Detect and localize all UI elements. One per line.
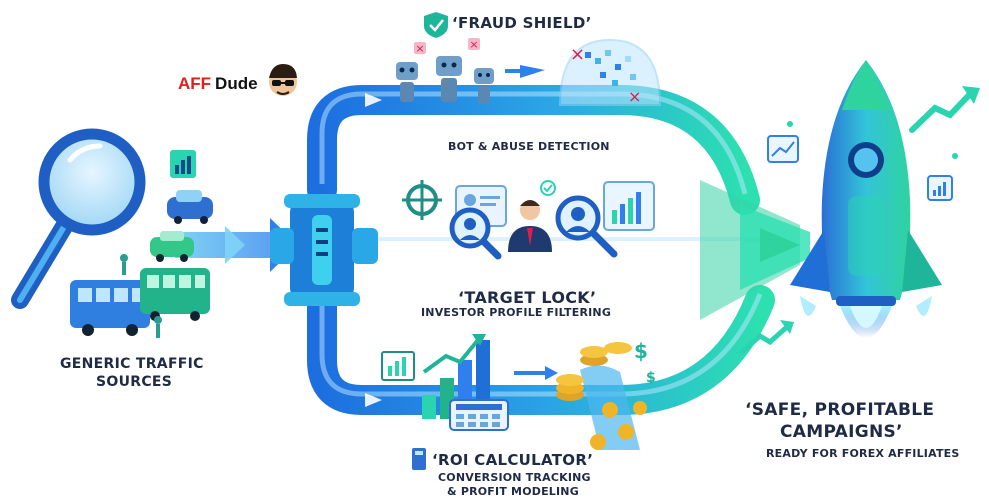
- result-subtitle: READY FOR FOREX AFFILIATES: [766, 447, 960, 460]
- roi-calculator-title: ‘ROI CALCULATOR’: [432, 451, 594, 469]
- result-title-1: ‘SAFE, PROFITABLE: [745, 400, 935, 420]
- mini-chart-icon: [170, 150, 196, 178]
- svg-text:$: $: [646, 370, 656, 386]
- target-lock-title: ‘TARGET LOCK’: [458, 288, 597, 307]
- svg-text:×: ×: [469, 38, 478, 51]
- svg-text:×: ×: [415, 42, 424, 55]
- magnifier-icon: [11, 128, 146, 309]
- shield-icon: [424, 12, 448, 38]
- svg-text:×: ×: [570, 44, 585, 65]
- rocket-icon: [790, 60, 942, 338]
- crosshair-icon: [402, 180, 442, 220]
- brand-part1: AFF: [178, 74, 212, 93]
- investor-person-icon: [508, 200, 552, 252]
- brand-avatar-icon: [269, 64, 297, 96]
- fraud-shield-title: ‘FRAUD SHIELD’: [452, 14, 592, 32]
- glass-dome-icon: × ×: [558, 38, 662, 106]
- target-lock-subtitle: INVESTOR PROFILE FILTERING: [421, 306, 612, 319]
- source-label-2: SOURCES: [96, 374, 173, 390]
- investor-magnifier-icon: [449, 195, 618, 260]
- trend-arrows-icon: [739, 86, 980, 355]
- calculator-icon: [412, 399, 509, 470]
- svg-text:$: $: [634, 339, 648, 363]
- fraud-shield-subtitle: BOT & ABUSE DETECTION: [448, 140, 610, 153]
- svg-text:×: ×: [628, 87, 641, 106]
- pipe-valve-icon: [270, 194, 378, 306]
- coins-waterfall-icon: $ $: [514, 339, 656, 450]
- dashboard-chart-icon: [540, 180, 655, 231]
- traffic-vehicles: [70, 190, 213, 338]
- roi-calculator-subtitle-2: & PROFIT MODELING: [447, 485, 579, 498]
- roi-calculator-subtitle-1: CONVERSION TRACKING: [438, 471, 591, 484]
- brand-part2: Dude: [215, 74, 258, 93]
- result-title-2: CAMPAIGNS’: [780, 422, 903, 442]
- bot-robot-icon: × ×: [396, 38, 545, 104]
- source-label-1: GENERIC TRAFFIC: [60, 356, 204, 372]
